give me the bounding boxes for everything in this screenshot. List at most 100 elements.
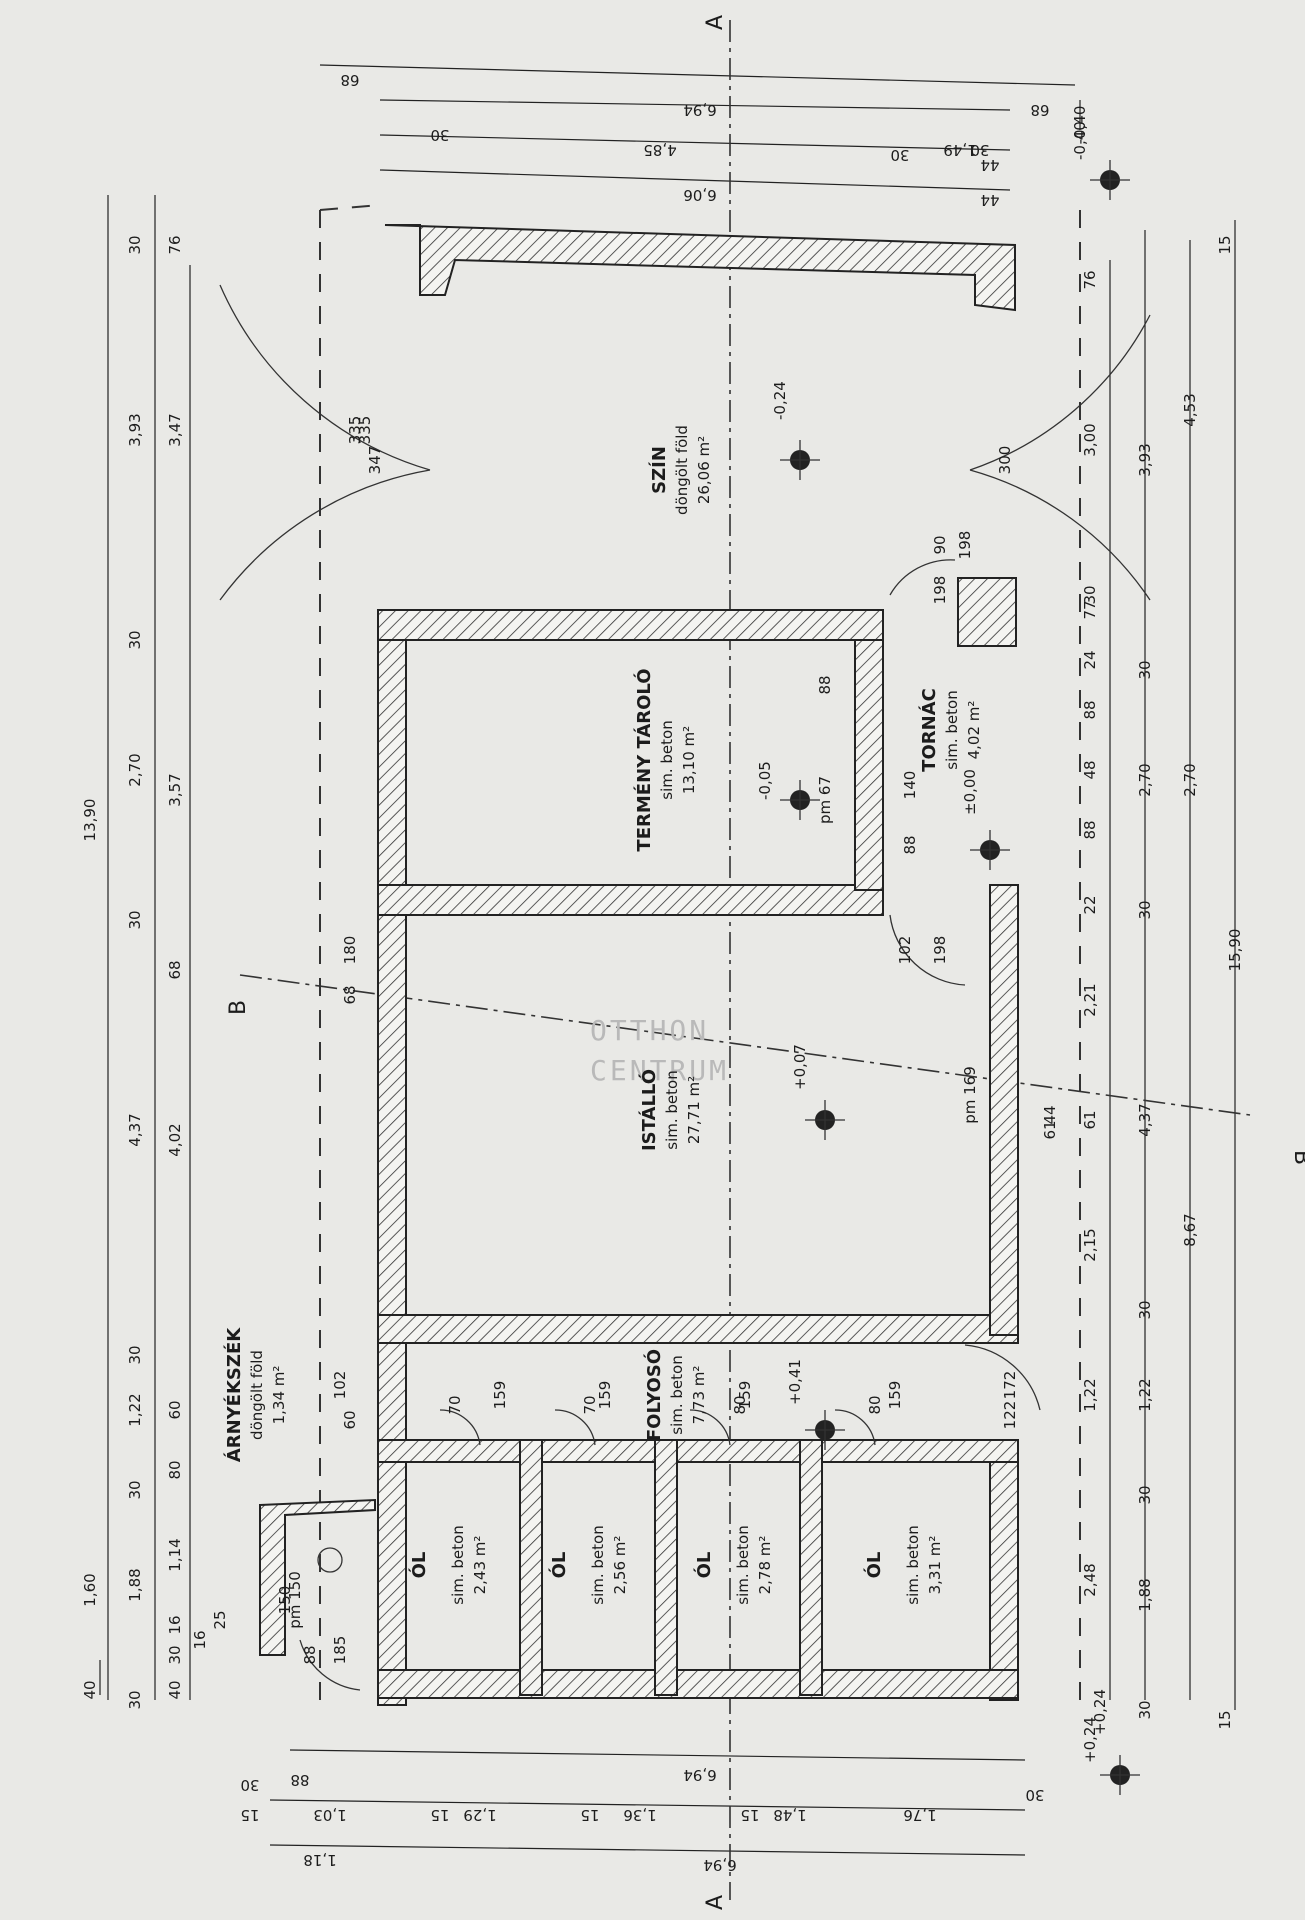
dim-bottom-row3-1: 2,70 xyxy=(1181,763,1199,796)
room-istallo-area: 27,71 m² xyxy=(685,1076,703,1144)
dim-lines-bottom xyxy=(1109,220,1236,1710)
room-termeny-name: TERMÉNY TÁROLÓ xyxy=(633,668,655,851)
termeny-bottom-wall xyxy=(854,639,884,891)
room-tornac: TORNÁC sim. beton 4,02 m² ±0,00 xyxy=(918,688,983,815)
dim-right-1: 6,94 xyxy=(683,101,716,119)
divider-istallo-folyoso xyxy=(377,1314,1019,1344)
room-folyoso-area: 7,73 m² xyxy=(690,1366,708,1425)
dim-inner-19: 80 xyxy=(731,1395,749,1414)
dim-bottom-row1-12: 1,22 xyxy=(1081,1378,1099,1411)
dim-inner-2: 198 xyxy=(956,531,974,560)
room-tornac-name: TORNÁC xyxy=(918,688,940,772)
dim-left-11: 15 xyxy=(740,1806,759,1824)
dim-bottom-row2-0: 3,93 xyxy=(1136,443,1154,476)
dim-top-row3-7: 2,70 xyxy=(126,753,144,786)
level-marker-termeny xyxy=(780,780,820,820)
divider-termeny-istallo xyxy=(377,884,884,916)
dim-inner-13: 122 xyxy=(1001,1401,1019,1430)
dim-top-row3-6: 30 xyxy=(126,910,144,929)
room-ol-1: ÓL sim. beton 2,43 m² xyxy=(408,1525,489,1604)
room-szin-level: -0,24 xyxy=(771,381,789,420)
room-tornac-area: 4,02 m² xyxy=(965,701,983,760)
section-mark-b-top: B xyxy=(226,1000,251,1015)
dashed-outline-corner xyxy=(319,204,381,211)
dim-left-0: 88 xyxy=(290,1771,309,1789)
section-line-b xyxy=(239,974,1251,1116)
dim-bottom-row1-3: 77 xyxy=(1081,600,1099,619)
dim-inner-4: 140 xyxy=(901,771,919,800)
room-folyoso: FOLYOSÓ sim. beton 7,73 m² +0,41 xyxy=(643,1349,804,1441)
dim-bottom-total-0: 15,90 xyxy=(1226,929,1244,972)
dim-inner-5: 88 xyxy=(901,835,919,854)
dim-lines-right xyxy=(319,64,1081,191)
dim-top-row4-6: 4,02 xyxy=(166,1123,184,1156)
dim-right-9: 44 xyxy=(980,191,999,209)
level-markers xyxy=(780,160,1140,1795)
dim-inner-7: 102 xyxy=(896,936,914,965)
dim-top-row3-0: 30 xyxy=(126,1690,144,1709)
dim-inner-9: pm 169 xyxy=(961,1066,979,1124)
dim-inner-11: 61 xyxy=(1041,1120,1059,1139)
room-ol-2-area: 2,56 m² xyxy=(611,1536,629,1595)
dim-bottom-total-2: 15 xyxy=(1216,1710,1234,1729)
arnyekszek-wall xyxy=(259,1498,376,1656)
dim-top-row3-10: 30 xyxy=(126,235,144,254)
dim-inner-12: 172 xyxy=(1001,1371,1019,1400)
room-tornac-level: ±0,00 xyxy=(961,769,979,815)
dim-inner-21: 80 xyxy=(866,1395,884,1414)
dim-top-row4-4: 80 xyxy=(166,1460,184,1479)
room-arnyekszek-area: 1,34 m² xyxy=(270,1366,288,1425)
dim-right-10: 44 xyxy=(980,156,999,174)
dim-inner-18: 159 xyxy=(736,1381,754,1410)
dim-right-8: 6,06 xyxy=(683,186,716,204)
dim-right-4: 4,85 xyxy=(643,141,676,159)
room-szin-area: 26,06 m² xyxy=(695,436,713,504)
dim-right-11: -0,40 xyxy=(1071,106,1089,145)
dim-bottom-row1-10: 61 xyxy=(1081,1110,1099,1129)
dim-bottom-row1-11: 2,15 xyxy=(1081,1228,1099,1261)
walls xyxy=(259,224,1019,1706)
dim-inner-17: 70 xyxy=(581,1395,599,1414)
dim-top-row5-0: 16 xyxy=(191,1630,209,1649)
dim-inner-16: 159 xyxy=(596,1381,614,1410)
level-marker-szin xyxy=(780,440,820,480)
room-szin: SZÍN döngölt föld 26,06 m² -0,24 xyxy=(648,381,789,515)
dim-top-row5-6: 68 xyxy=(341,985,359,1004)
dim-bottom-row3-0: 4,53 xyxy=(1181,393,1199,426)
dim-bottom-row1-13: 2,48 xyxy=(1081,1563,1099,1596)
dim-left-1: 6,94 xyxy=(683,1766,716,1784)
dim-inner-20: 159 xyxy=(886,1381,904,1410)
dim-bottom-row2-2: 2,70 xyxy=(1136,763,1154,796)
dim-bottom-row2-1: 30 xyxy=(1136,660,1154,679)
section-mark-a-bottom: A xyxy=(703,1895,728,1910)
ol-bottom-wall xyxy=(989,1439,1019,1701)
dim-lines-left xyxy=(269,1749,1026,1856)
ol-sep-1 xyxy=(519,1439,543,1696)
ol-top-wall xyxy=(377,1439,1019,1463)
dim-inner-25: 335 xyxy=(356,416,374,445)
dim-top-row5-7: 335 xyxy=(346,416,364,445)
room-istallo-name: ISTÁLLÓ xyxy=(638,1069,660,1151)
dim-top-row4-0: 40 xyxy=(166,1680,184,1699)
dim-top-row3-5: 4,37 xyxy=(126,1113,144,1146)
dim-top-row4-7: 68 xyxy=(166,960,184,979)
level-marker-outer-right xyxy=(1090,160,1130,200)
dim-top-row5-1: 25 xyxy=(211,1610,229,1629)
dim-right-2: 68 xyxy=(1030,101,1049,119)
dim-bottom-row1-14: +0,24 xyxy=(1081,1717,1099,1763)
dimension-labels: 13,90401,60301,88301,22304,37302,70303,9… xyxy=(81,71,1244,1874)
ol-sep-3 xyxy=(799,1439,823,1696)
dim-bottom-row1-7: 88 xyxy=(1081,820,1099,839)
dim-bottom-row2-6: 1,22 xyxy=(1136,1378,1154,1411)
dim-top-row3-8: 30 xyxy=(126,630,144,649)
dim-inner-0: 198 xyxy=(931,576,949,605)
room-arnyekszek-name: ÁRNYÉKSZÉK xyxy=(223,1327,245,1462)
room-istallo: ISTÁLLÓ sim. beton 27,71 m² +0,07 xyxy=(638,1044,809,1151)
room-ol-4-floor: sim. beton xyxy=(904,1525,922,1604)
dim-inner-23: 88 xyxy=(301,1645,319,1664)
room-ol-2-floor: sim. beton xyxy=(589,1525,607,1604)
dim-top-row2-0: 40 xyxy=(81,1680,99,1699)
dim-bottom-row2-8: 1,88 xyxy=(1136,1578,1154,1611)
dim-inner-14: 159 xyxy=(491,1381,509,1410)
